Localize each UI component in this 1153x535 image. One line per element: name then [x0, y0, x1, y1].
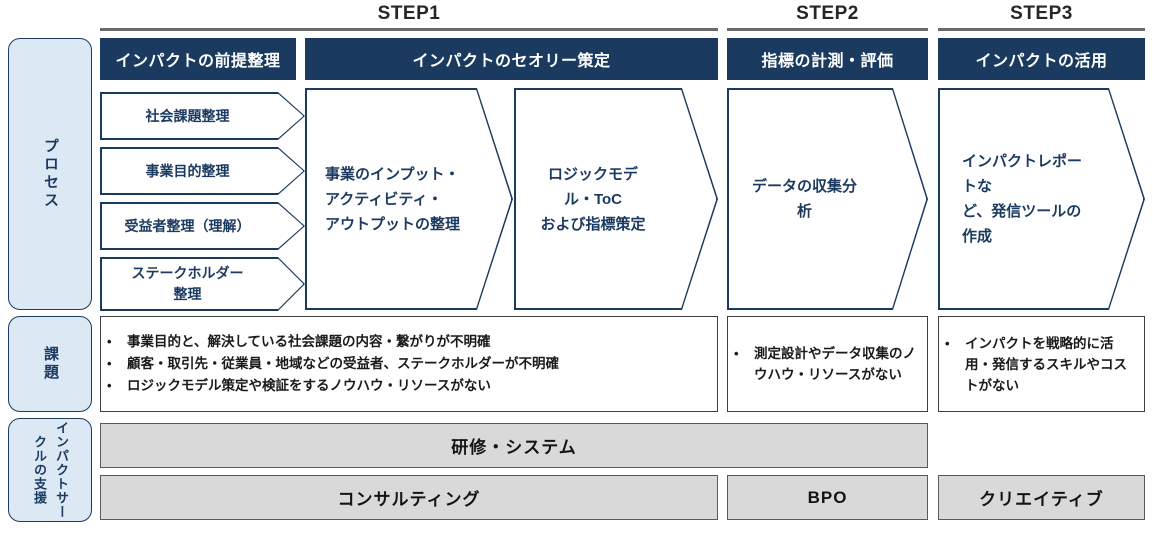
issue-item: 顧客・取引先・従業員・地域などの受益者、ステークホルダーが不明確: [101, 353, 717, 375]
issue-item: 測定設計やデータ収集のノウハウ・リソースがない: [728, 343, 927, 385]
chevron-inputs-activities-outputs: 事業のインプット・ アクティビティ・ アウトプットの整理: [305, 88, 513, 310]
step-label: STEP3: [1010, 3, 1073, 24]
chevron-label: ロジックモデル・ToC および指標策定: [540, 165, 646, 233]
issues-list: 測定設計やデータ収集のノウハウ・リソースがない: [728, 343, 927, 385]
chevron-fill: [515, 89, 717, 309]
chevron-fill: [101, 203, 304, 249]
chevron-social-issues-outer: 社会課題整理: [100, 92, 305, 140]
row-label-support: インパクトサークルの支援: [8, 418, 92, 522]
step-heading-1: STEP1: [100, 2, 718, 34]
chevron-beneficiary-outer: 受益者整理（理解）: [100, 202, 305, 250]
step-label: STEP1: [377, 3, 441, 24]
issue-item: 事業目的と、解決している社会課題の内容・繋がりが不明確: [101, 331, 717, 353]
chevron-fill: [101, 93, 304, 139]
step-rule: [727, 28, 928, 31]
issue-item: ロジックモデル策定や検証をするノウハウ・リソースがない: [101, 375, 717, 397]
issues-list: インパクトを戦略的に活用・発信するスキルやコストがない: [939, 333, 1144, 396]
row-label-text: 課題: [42, 346, 59, 382]
support-bar-training-system: 研修・システム: [100, 423, 928, 468]
chevron-data-collection-analysis: データの収集分析: [727, 88, 928, 310]
issues-list: 事業目的と、解決している社会課題の内容・繋がりが不明確 顧客・取引先・従業員・地…: [101, 331, 717, 397]
section-header-impact-utilization: インパクトの活用: [938, 38, 1145, 80]
section-header-metrics-evaluation: 指標の計測・評価: [727, 38, 928, 80]
chevron-label: インパクトレポートな ど、発信ツールの作成: [962, 153, 1083, 245]
chevron-label: 事業のインプット・ アクティビティ・ アウトプットの整理: [325, 165, 461, 233]
chevron-stakeholder-outer: ステークホルダー 整理: [100, 257, 305, 311]
chevron-logic-model-toc: ロジックモデル・ToC および指標策定: [514, 88, 718, 310]
section-header-impact-premise: インパクトの前提整理: [100, 38, 296, 80]
chevron-fill: [101, 148, 304, 194]
step-label: STEP2: [796, 3, 859, 24]
step-rule: [938, 28, 1145, 31]
section-header-impact-theory: インパクトのセオリー策定: [305, 38, 718, 80]
chevron-label: 事業目的整理: [145, 163, 230, 179]
row-label-process: プロセス: [8, 38, 92, 310]
issue-item: インパクトを戦略的に活用・発信するスキルやコストがない: [939, 333, 1144, 396]
issues-box-step2: 測定設計やデータ収集のノウハウ・リソースがない: [727, 316, 928, 412]
row-label-issues: 課題: [8, 316, 92, 412]
chevron-business-purpose-outer: 事業目的整理: [100, 147, 305, 195]
support-bar-creative: クリエイティブ: [938, 475, 1145, 520]
step-rule: [100, 28, 718, 31]
chevron-label: 社会課題整理: [145, 108, 230, 124]
chevron-fill: [939, 89, 1144, 309]
support-bar-bpo: BPO: [727, 475, 928, 520]
chevron-label: ステークホルダー 整理: [131, 265, 244, 302]
step-heading-3: STEP3: [938, 2, 1145, 34]
chevron-fill: [728, 89, 927, 309]
chevron-fill: [306, 89, 512, 309]
chevron-label: データの収集分析: [751, 178, 857, 220]
chevron-label: 受益者整理（理解）: [124, 218, 251, 234]
chevron-impact-report-tools: インパクトレポートな ど、発信ツールの作成: [938, 88, 1145, 310]
support-bar-consulting: コンサルティング: [100, 475, 718, 520]
issues-box-step3: インパクトを戦略的に活用・発信するスキルやコストがない: [938, 316, 1145, 412]
issues-box-step1: 事業目的と、解決している社会課題の内容・繋がりが不明確 顧客・取引先・従業員・地…: [100, 316, 718, 412]
row-label-text: プロセス: [42, 138, 59, 210]
row-label-text: インパクトサークルの支援: [32, 421, 69, 519]
chevron-fill: [101, 258, 304, 310]
step-heading-2: STEP2: [727, 2, 928, 34]
